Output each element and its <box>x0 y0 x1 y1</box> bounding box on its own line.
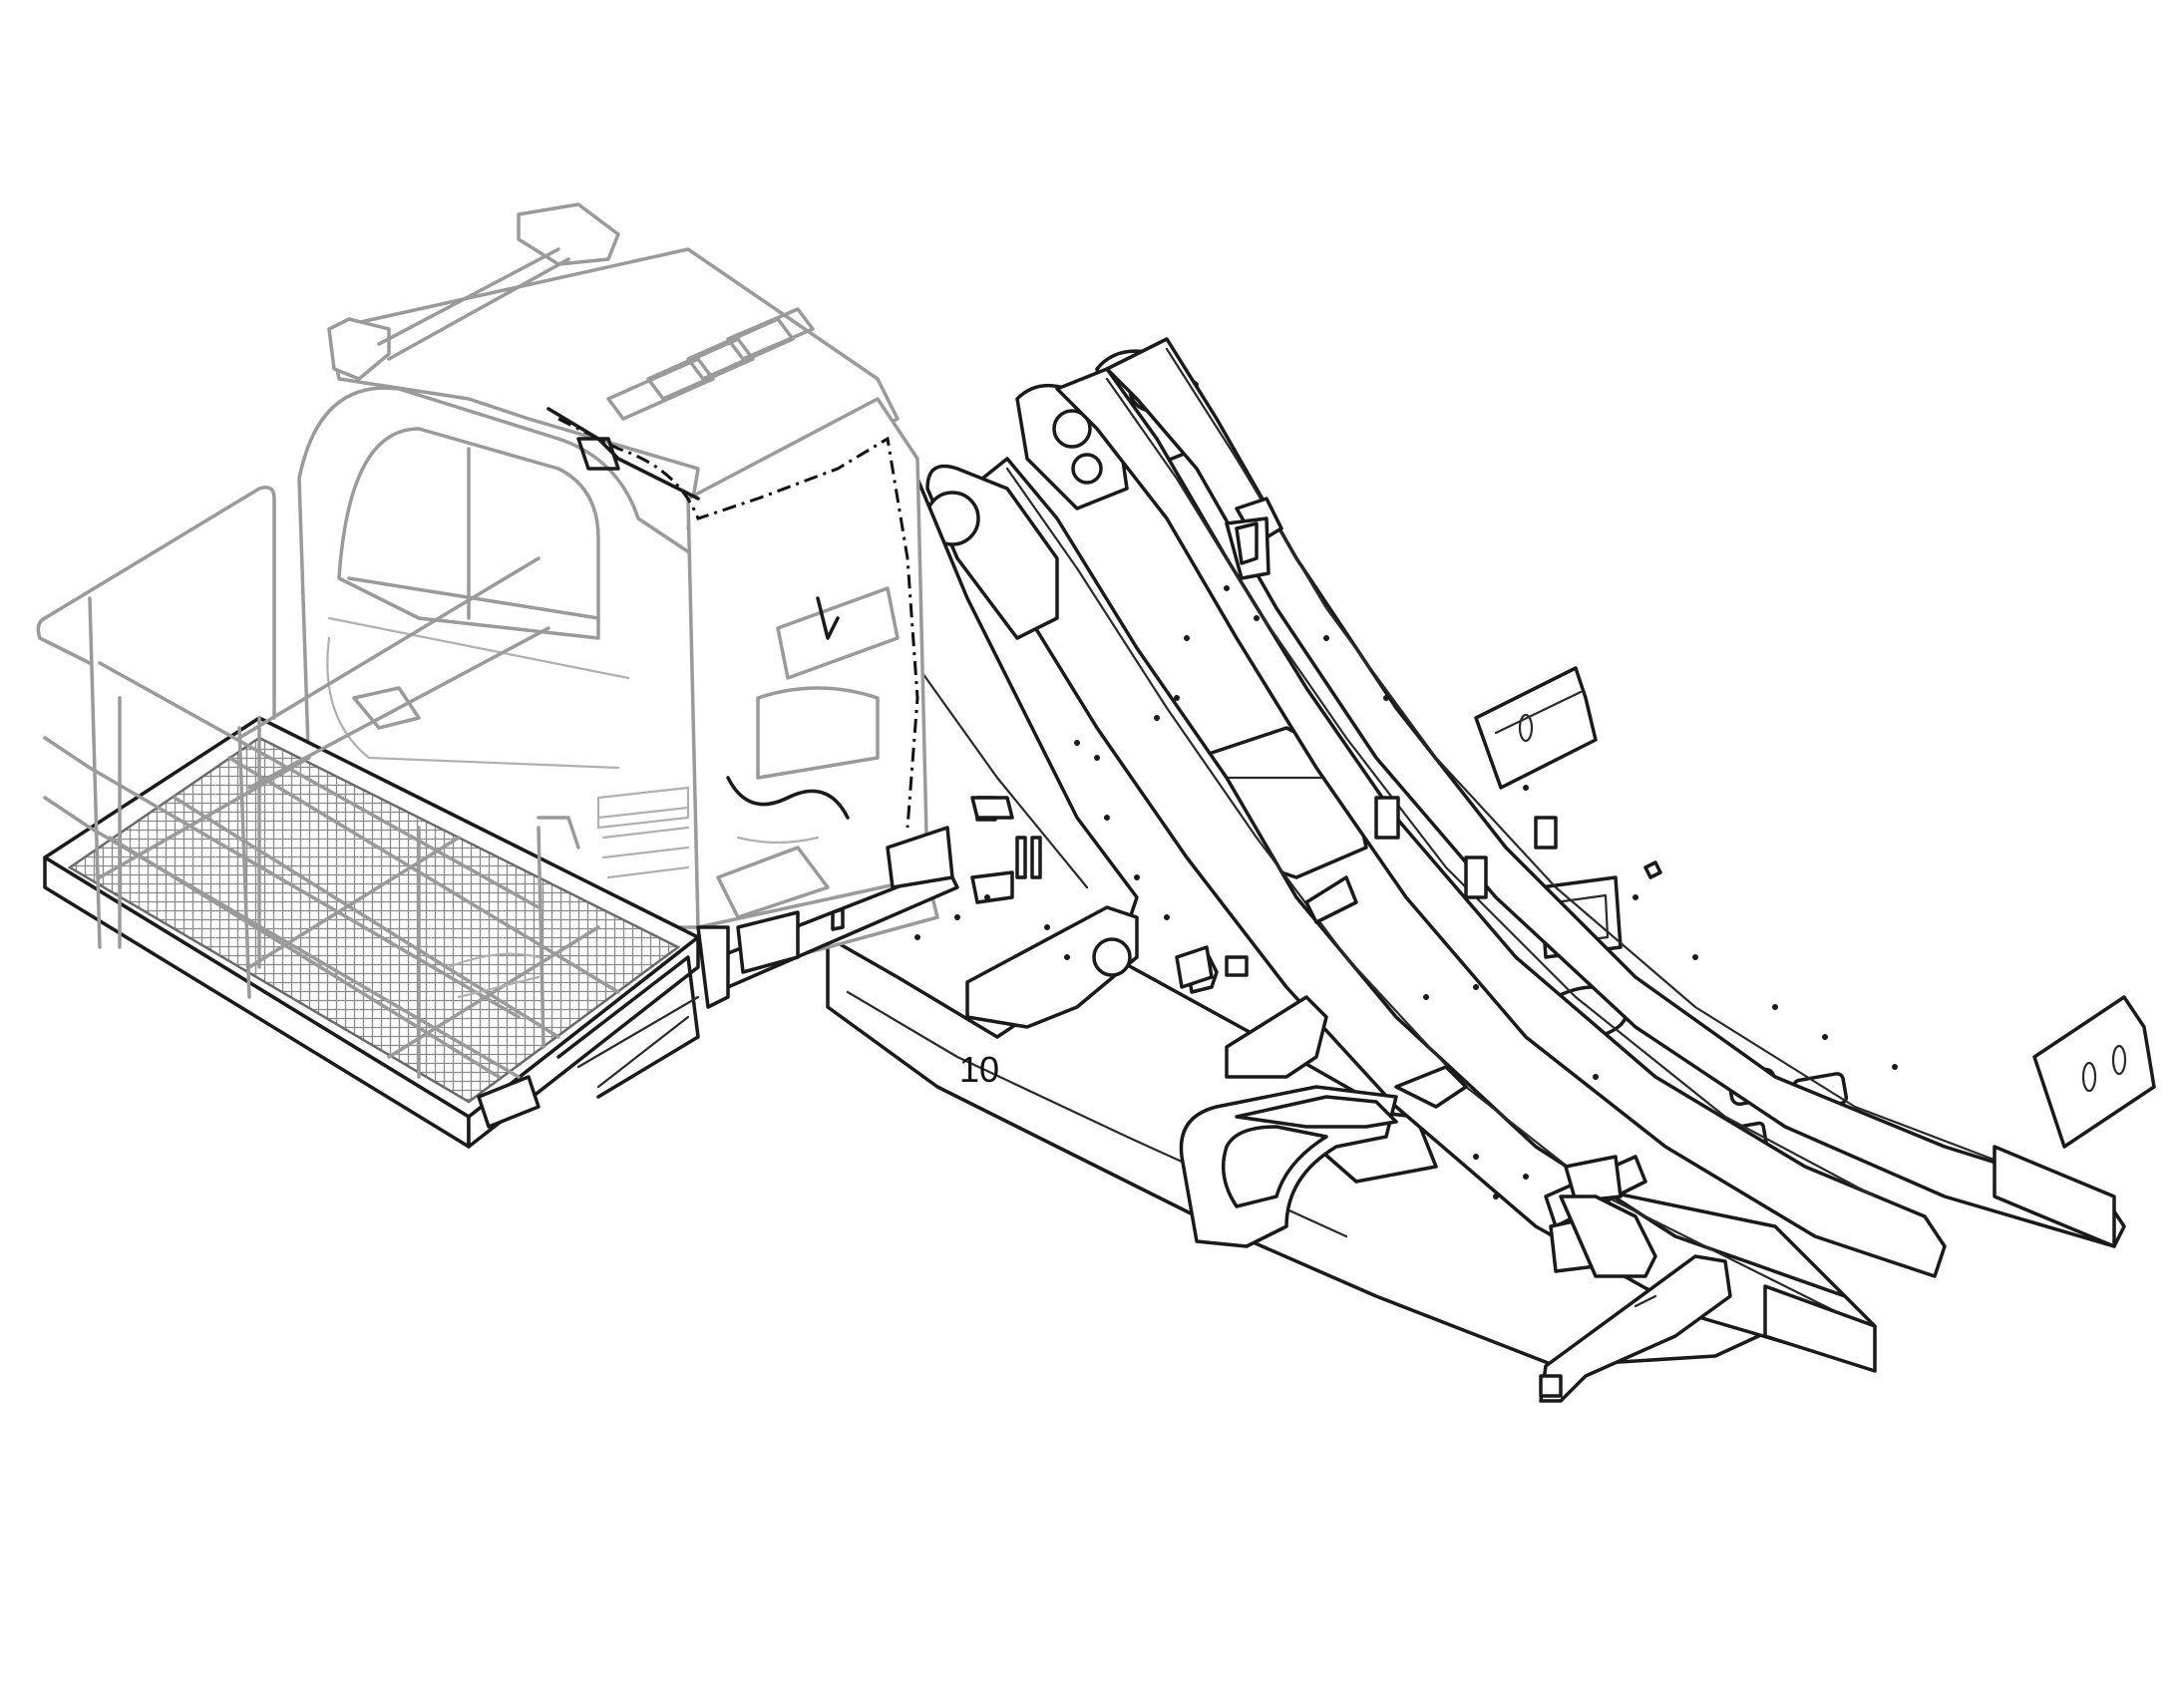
front-lower-bracket <box>1179 1085 1398 1248</box>
callout-10-label: 10 <box>959 1049 999 1090</box>
callout-group: 10 <box>959 1049 999 1090</box>
platform-handrail <box>36 486 580 1079</box>
upper-frame <box>826 337 2156 1403</box>
frame-details <box>970 521 1662 989</box>
operator-cab <box>297 202 939 979</box>
cab-mount-blocks <box>696 826 959 1009</box>
right-side-rail <box>1105 337 2156 1248</box>
rear-lower-hook <box>1539 1254 1732 1403</box>
bolt-holes <box>914 585 1898 1199</box>
rear-cross-member <box>1474 666 1598 790</box>
